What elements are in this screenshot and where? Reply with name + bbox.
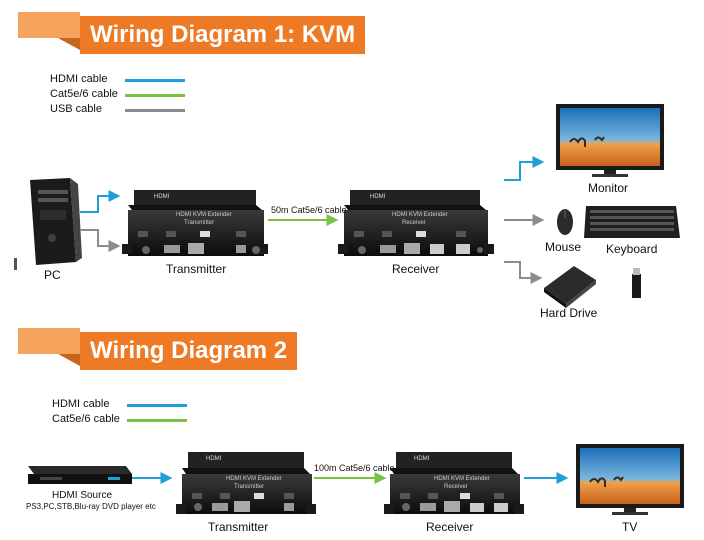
monitor-1 [556,104,664,177]
rx-usb-drive-arrow [504,261,543,284]
rx1-name: Receiver [402,220,426,226]
hard-drive-label: Hard Drive [540,306,598,320]
tx2-name: Transmitter [234,484,265,490]
legend-line-cat [125,94,185,97]
transmitter-device-2 [176,452,316,514]
rx1-model: HDMI KVM Extender [392,212,448,218]
rx-hdmi-arrow [504,156,545,181]
rx2-name: Receiver [444,484,468,490]
legend-label: HDMI cable [52,398,110,410]
cable-label-1: 50m Cat5e/6 cable [271,205,347,215]
rx2-model: HDMI KVM Extender [434,476,490,482]
transmitter-label-2: Transmitter [208,520,269,534]
pc-hdmi-arrow [80,190,121,213]
tx1-model: HDMI KVM Extender [176,212,232,218]
legend-label: USB cable [50,103,102,115]
tx2-model: HDMI KVM Extender [226,476,282,482]
keyboard-label: Keyboard [606,242,658,256]
legend-line-hdmi [125,79,185,82]
usb-stick-1 [632,268,641,298]
banner-fold [18,12,80,50]
cable-label-2: 100m Cat5e/6 cable [314,463,395,473]
banner-fold [18,328,80,366]
pc-tower [30,178,82,265]
source-label: HDMI Source [52,490,113,501]
receiver-device-1 [338,190,494,256]
transmitter-label-1: Transmitter [166,262,227,276]
legend-label: HDMI cable [50,73,108,85]
tv-label: TV [622,520,638,534]
legend-label: Cat5e/6 cable [50,88,118,100]
receiver-device-2 [384,452,524,514]
mouse-1 [557,209,573,235]
source-sub-label: PS3,PC,STB,Blu-ray DVD player etc [26,502,156,511]
rx2-hdmi-logo: HDMI [414,456,430,462]
legend-line-cat [127,419,187,422]
monitor-label: Monitor [588,181,629,195]
dvd-player [28,466,132,484]
tx2-hdmi-logo: HDMI [206,456,222,462]
legend-line-usb [125,109,185,112]
pc-label: PC [44,268,61,282]
tx1-hdmi-logo: HDMI [154,194,170,200]
rx1-hdmi-logo: HDMI [370,194,386,200]
mouse-label: Mouse [545,240,582,254]
hard-drive-1 [544,266,596,308]
receiver-label-2: Receiver [426,520,474,534]
divider-mark [14,258,17,270]
legend-line-hdmi [127,404,187,407]
diagram2-title: Wiring Diagram 2 [80,332,298,370]
legend-label: Cat5e/6 cable [52,413,120,425]
receiver-label-1: Receiver [392,262,440,276]
diagram1-title: Wiring Diagram 1: KVM [80,16,366,54]
transmitter-device-1 [122,190,268,256]
tv-2 [576,444,684,515]
keyboard-1 [584,206,680,238]
pc-usb-arrow [80,229,121,252]
tx1-name: Transmitter [184,220,215,226]
